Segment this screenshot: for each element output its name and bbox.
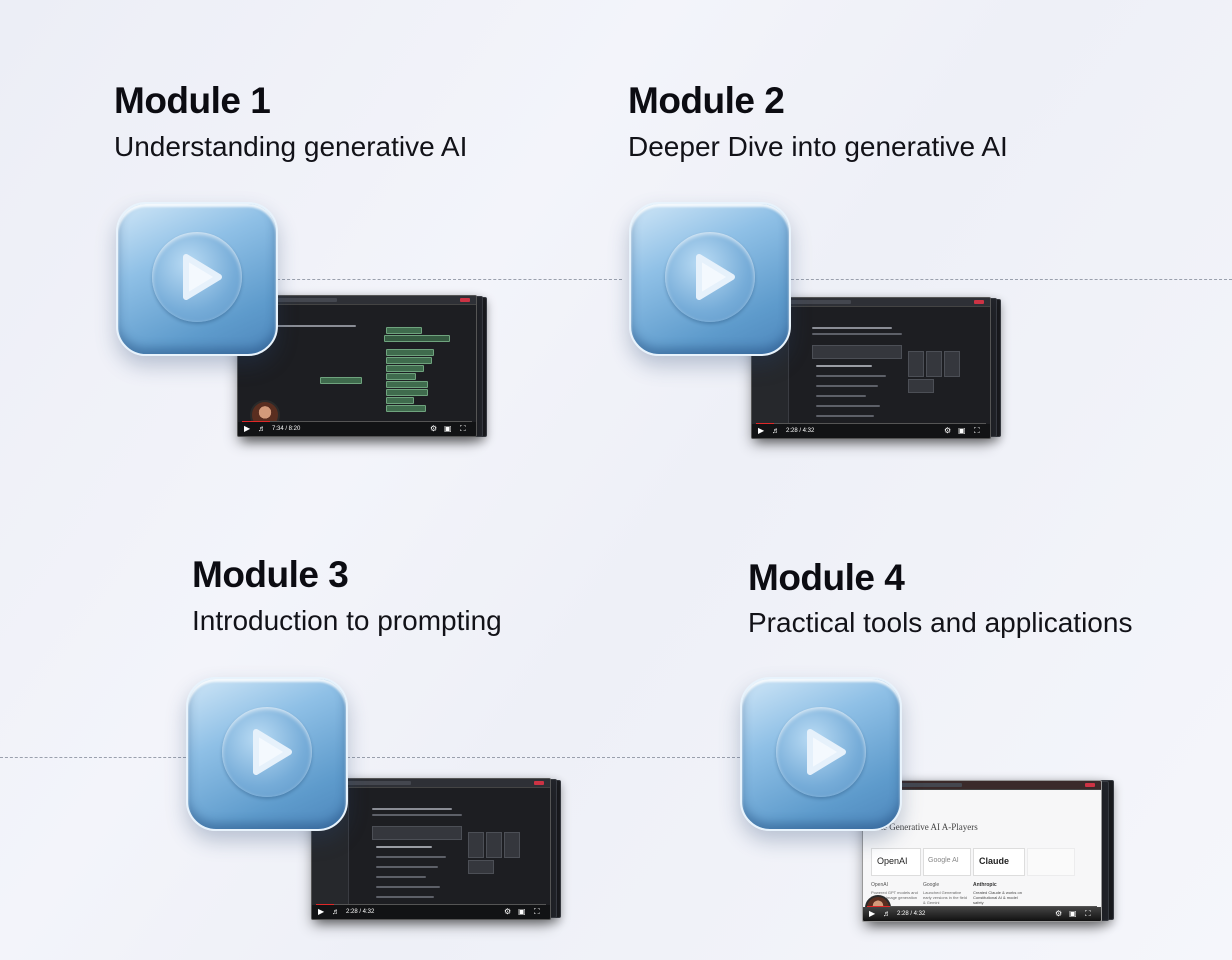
play-icon[interactable]: ▶: [869, 909, 876, 918]
module-title: Module 4: [748, 557, 905, 598]
video-thumbnail-stack[interactable]: The Generative AI A-Players OpenAI Googl…: [862, 780, 1114, 922]
module-subtitle: Introduction to prompting: [192, 605, 502, 636]
video-controls: ▶ ♬ 2:28 / 4:32 ⚙ ▣ ⛶: [752, 424, 990, 438]
module-subtitle: Deeper Dive into generative AI: [628, 131, 1008, 162]
video-controls: ▶ ♬ 2:28 / 4:32 ⚙ ▣ ⛶: [863, 907, 1101, 921]
logo-card: Google AI: [923, 848, 971, 876]
play-icon: [183, 254, 222, 300]
video-time: 2:28 / 4:32: [346, 909, 375, 915]
video-thumbnail-stack[interactable]: ▶ ♬ 2:28 / 4:32 ⚙ ▣ ⛶: [311, 778, 561, 921]
video-content: [312, 788, 550, 905]
module-title: Module 2: [628, 80, 785, 121]
play-icon: [807, 729, 846, 775]
fullscreen-icon[interactable]: ⛶: [974, 426, 980, 435]
volume-icon[interactable]: ♬: [332, 907, 340, 916]
miniplayer-icon[interactable]: ▣: [1069, 909, 1077, 918]
video-time: 2:28 / 4:32: [897, 911, 926, 917]
video-content: [238, 305, 476, 422]
logo-card: [1027, 848, 1075, 876]
video-content: The Generative AI A-Players OpenAI Googl…: [863, 790, 1101, 907]
browser-bar: [312, 779, 550, 788]
play-icon: [253, 729, 292, 775]
miniplayer-icon[interactable]: ▣: [958, 426, 966, 435]
play-button-tile[interactable]: [740, 677, 902, 831]
volume-icon[interactable]: ♬: [772, 426, 780, 435]
video-thumbnail[interactable]: The Generative AI A-Players OpenAI Googl…: [862, 780, 1102, 922]
fullscreen-icon[interactable]: ⛶: [460, 424, 466, 433]
dashed-connector: [0, 757, 186, 758]
gear-icon[interactable]: ⚙: [1055, 909, 1063, 918]
dashed-connector: [786, 279, 1232, 280]
play-icon[interactable]: ▶: [318, 907, 325, 916]
dashed-connector: [272, 279, 622, 280]
module-subtitle: Understanding generative AI: [114, 131, 468, 162]
video-thumbnail-stack[interactable]: ▶ ♬ 7:34 / 8:20 ⚙ ▣ ⛶: [237, 295, 487, 440]
video-thumbnail[interactable]: ▶ ♬ 2:28 / 4:32 ⚙ ▣ ⛶: [311, 778, 551, 920]
video-time: 7:34 / 8:20: [272, 426, 301, 432]
play-button-tile[interactable]: [116, 202, 278, 356]
video-time: 2:28 / 4:32: [786, 428, 815, 434]
fullscreen-icon[interactable]: ⛶: [1085, 909, 1091, 918]
module-title: Module 1: [114, 80, 271, 121]
column-text: Created Claude & works on Constitutional…: [973, 890, 1022, 905]
play-icon: [696, 254, 735, 300]
logo-card: Claude: [973, 848, 1025, 876]
volume-icon[interactable]: ♬: [883, 909, 891, 918]
volume-icon[interactable]: ♬: [258, 424, 266, 433]
column-name: Anthropic: [973, 882, 997, 888]
video-thumbnail-stack[interactable]: ▶ ♬ 2:28 / 4:32 ⚙ ▣ ⛶: [751, 297, 1001, 440]
slide-heading: The Generative AI A-Players: [873, 822, 978, 832]
play-icon[interactable]: ▶: [244, 424, 251, 433]
dashed-connector: [342, 757, 740, 758]
gear-icon[interactable]: ⚙: [430, 424, 438, 433]
play-button-tile[interactable]: [629, 202, 791, 356]
fullscreen-icon[interactable]: ⛶: [534, 907, 540, 916]
gear-icon[interactable]: ⚙: [504, 907, 512, 916]
play-icon[interactable]: ▶: [758, 426, 765, 435]
logo-card: OpenAI: [871, 848, 921, 876]
column-name: Google: [923, 882, 940, 888]
column-text: Launched Generative early versions in th…: [923, 890, 968, 905]
column-name: OpenAI: [871, 882, 888, 888]
module-title: Module 3: [192, 554, 349, 595]
video-controls: ▶ ♬ 7:34 / 8:20 ⚙ ▣ ⛶: [238, 422, 476, 436]
browser-bar: [863, 781, 1101, 790]
play-button-tile[interactable]: [186, 677, 348, 831]
miniplayer-icon[interactable]: ▣: [518, 907, 526, 916]
video-controls: ▶ ♬ 2:28 / 4:32 ⚙ ▣ ⛶: [312, 905, 550, 919]
column-text: Powered GPT models and DALL·E image gene…: [871, 890, 918, 900]
miniplayer-icon[interactable]: ▣: [444, 424, 452, 433]
module-subtitle: Practical tools and applications: [748, 607, 1133, 638]
browser-bar: [752, 298, 990, 307]
browser-bar: [238, 296, 476, 305]
gear-icon[interactable]: ⚙: [944, 426, 952, 435]
